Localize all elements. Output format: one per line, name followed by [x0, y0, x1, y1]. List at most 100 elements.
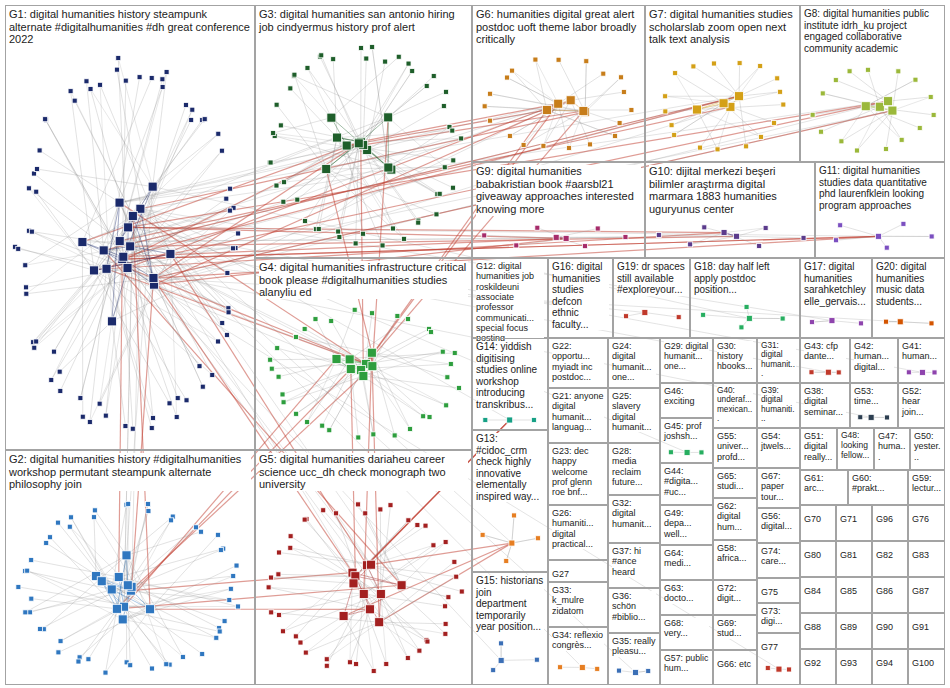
vertex-icon: [269, 366, 274, 371]
vertex-icon: [510, 68, 515, 73]
group-label: G62: digital hum...: [717, 501, 753, 532]
network-line: [675, 73, 697, 109]
vertex-icon: [787, 667, 792, 672]
network-line: [571, 100, 590, 144]
vertex-icon: [896, 69, 901, 74]
group-label: G93: [840, 658, 857, 668]
network-line: [675, 73, 730, 107]
vertex-icon: [88, 87, 93, 92]
vertex-icon: [488, 91, 493, 96]
vertex-icon: [277, 612, 282, 617]
vertex-icon: [888, 106, 897, 115]
group-label: G27: [552, 569, 569, 579]
network-line: [112, 105, 186, 321]
vertex-icon: [49, 377, 54, 382]
network-line: [878, 236, 931, 237]
vertex-icon: [825, 369, 831, 375]
vertex-icon: [423, 523, 428, 528]
network-line: [45, 119, 122, 259]
vertex-icon: [353, 241, 358, 246]
network-line: [866, 80, 916, 107]
group-label: G67: paper tour...: [761, 471, 796, 502]
vertex-icon: [216, 339, 221, 344]
group-box: G94: [872, 649, 908, 685]
vertex-icon: [123, 424, 128, 429]
network-line: [327, 594, 381, 659]
vertex-icon: [227, 598, 232, 603]
network-line: [307, 68, 331, 118]
network-line: [388, 127, 449, 168]
network-line: [300, 616, 343, 643]
group-box: G66: etc: [713, 650, 757, 685]
group-box: G45: prof joshsh...: [660, 418, 713, 463]
vertex-icon: [448, 362, 453, 367]
vertex-icon: [715, 147, 720, 152]
group-box: G7: digital humanities studies scholarsl…: [645, 5, 800, 162]
network-line: [512, 515, 514, 543]
network-line: [124, 607, 183, 657]
vertex-icon: [380, 243, 385, 248]
network-line: [359, 142, 418, 223]
network-line: [857, 107, 880, 151]
vertex-icon: [758, 134, 763, 139]
network-line: [379, 622, 445, 634]
group-box: G22: opportu... myiadt inc postdoc...: [548, 338, 608, 388]
vertex-icon: [149, 76, 154, 81]
vertex-icon: [123, 581, 132, 590]
vertex-icon: [337, 234, 342, 239]
vertex-icon: [356, 502, 361, 507]
vertex-icon: [222, 619, 227, 624]
vertex-icon: [558, 665, 563, 670]
vertex-icon: [359, 372, 368, 381]
vertex-icon: [32, 345, 37, 350]
vertex-icon: [184, 398, 189, 403]
vertex-icon: [854, 148, 859, 153]
vertex-icon: [883, 146, 888, 151]
vertex-icon: [103, 413, 108, 418]
network-line: [363, 71, 412, 145]
network-line: [153, 248, 235, 278]
group-box: G41: human...: [898, 338, 945, 383]
network-line: [71, 91, 94, 270]
group-label: G63: docto...: [664, 583, 709, 604]
network-line: [556, 237, 585, 246]
vertex-icon: [293, 634, 298, 639]
vertex-icon: [482, 233, 487, 238]
vertex-icon: [897, 319, 903, 325]
vertex-icon: [126, 242, 135, 251]
vertex-icon: [405, 317, 410, 322]
network-line: [126, 517, 172, 556]
network-line: [355, 520, 408, 576]
network-line: [153, 134, 219, 187]
network-line: [112, 576, 233, 589]
vertex-icon: [269, 610, 274, 615]
group-label: G61: arc...: [804, 473, 844, 494]
network-line: [284, 117, 388, 182]
network-line: [27, 571, 123, 620]
network-line: [120, 189, 231, 203]
vertex-icon: [425, 639, 430, 644]
vertex-icon: [735, 92, 744, 101]
network-line: [120, 107, 731, 241]
vertex-icon: [28, 610, 33, 615]
network-line: [372, 47, 388, 167]
vertex-icon: [276, 572, 281, 577]
vertex-icon: [899, 137, 904, 142]
vertex-icon: [24, 291, 29, 296]
vertex-icon: [360, 231, 365, 236]
vertex-icon: [688, 242, 693, 247]
vertex-icon: [197, 364, 202, 369]
group-box: G50: yester...: [910, 428, 945, 470]
vertex-icon: [434, 212, 439, 217]
vertex-icon: [371, 432, 376, 437]
network-line: [31, 560, 119, 577]
network-line: [104, 119, 205, 250]
network-line: [153, 233, 238, 278]
vertex-icon: [235, 604, 240, 609]
group-label: G19: dr spaces still available #explorey…: [617, 261, 686, 296]
network-line: [32, 232, 107, 269]
vertex-icon: [72, 98, 77, 103]
group-box: G21: anyone digital humanit... languag..…: [548, 388, 608, 443]
network-line: [271, 576, 355, 577]
group-box: G86: [872, 577, 908, 613]
